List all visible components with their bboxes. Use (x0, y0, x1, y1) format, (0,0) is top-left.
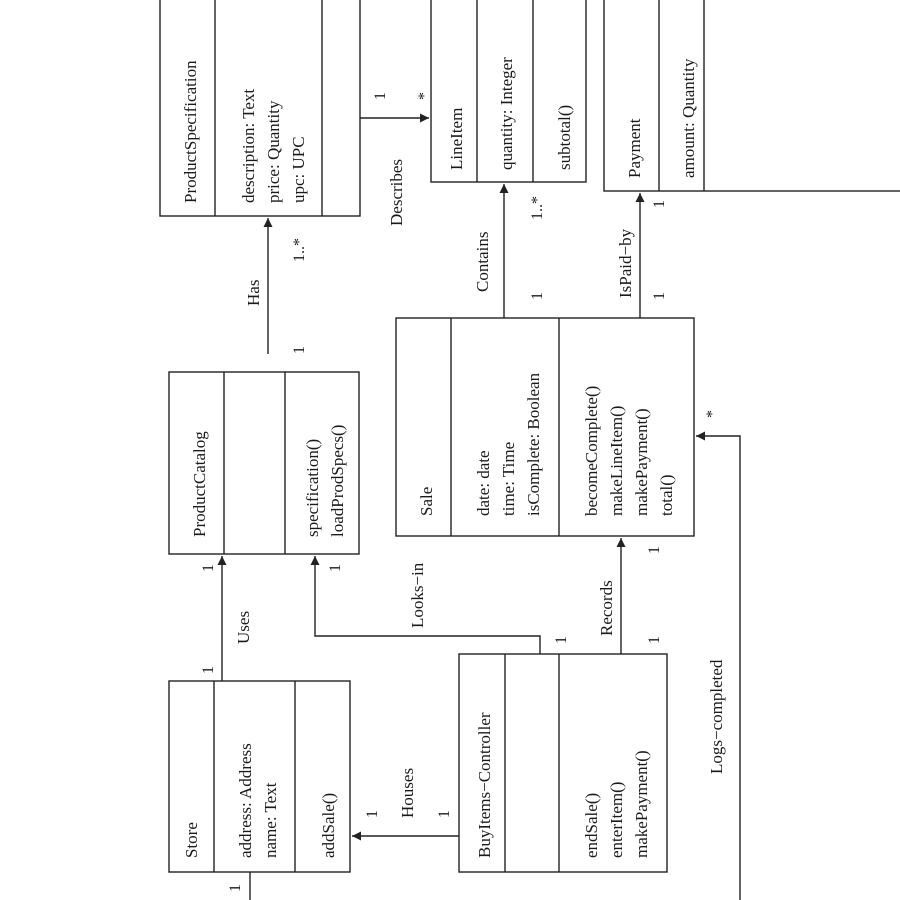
multiplicity: 1 (553, 636, 570, 644)
operation: endSale() (582, 793, 601, 858)
attribute: price: Quantity (264, 100, 283, 203)
attribute: amount: Quantity (679, 58, 698, 178)
multiplicity: 1 (200, 564, 217, 572)
association-logs-completed: Logs−completed 1 * (227, 410, 741, 900)
multiplicity: 1 (200, 666, 217, 674)
operation: specification() (303, 439, 322, 537)
association-label: Houses (398, 768, 417, 818)
association-label: Records (597, 580, 616, 636)
attribute: description: Text (239, 89, 258, 203)
multiplicity: 1 (651, 292, 668, 300)
multiplicity: 1 (364, 810, 381, 818)
attribute: isComplete: Boolean (524, 372, 543, 516)
class-name: Payment (625, 118, 644, 178)
attribute: quantity: Integer (497, 57, 516, 170)
association-contains: Contains 1 1..* (473, 184, 546, 318)
multiplicity: 1 (436, 810, 453, 818)
association-records: Records 1 1 (597, 538, 663, 654)
class-buy-items-controller: BuyItems−Controller endSale() enterItem(… (458, 653, 668, 873)
operation: total() (657, 474, 676, 516)
attribute: address: Address (236, 743, 255, 858)
operation: enterItem() (607, 782, 626, 858)
multiplicity: 1 (372, 92, 389, 100)
operation: becomeComplete() (582, 386, 601, 516)
association-label: Describes (387, 159, 406, 226)
multiplicity: 1..* (529, 196, 546, 220)
multiplicity: * (704, 410, 721, 418)
multiplicity: 1 (291, 346, 308, 354)
multiplicity: 1 (529, 292, 546, 300)
association-label: Logs−completed (707, 659, 726, 774)
class-product-catalog: ProductCatalog specification() loadProdS… (168, 371, 360, 555)
association-label: Uses (234, 611, 253, 644)
class-name: ProductSpecification (181, 60, 200, 203)
attribute: upc: UPC (289, 136, 308, 203)
attribute: time: Time (499, 442, 518, 516)
class-name: ProductCatalog (190, 431, 209, 537)
association-uses: Uses 1 1 (200, 556, 253, 681)
attribute: name: Text (261, 782, 280, 858)
association-describes: Describes 1 * (360, 92, 433, 226)
attribute: date: date (474, 450, 493, 516)
class-product-specification: ProductSpecification description: Text p… (159, 0, 361, 217)
operation: loadProdSpecs() (328, 425, 347, 537)
operation: addSale() (319, 793, 338, 858)
operation: makePayment() (632, 408, 651, 516)
association-label: Contains (473, 232, 492, 292)
operation: makePayment() (632, 750, 651, 858)
class-store: Store address: Address name: Text addSal… (168, 680, 351, 873)
operation: subtotal() (555, 105, 574, 170)
association-label: Looks−in (408, 562, 427, 628)
multiplicity: 1 (646, 636, 663, 644)
class-name: Store (182, 822, 201, 858)
multiplicity: 1 (327, 564, 344, 572)
multiplicity: 1 (646, 546, 663, 554)
multiplicity: 1 (227, 884, 244, 892)
association-label: Has (244, 280, 263, 306)
multiplicity: 1..* (291, 238, 308, 262)
association-looks-in: Looks−in 1 1 (310, 556, 570, 654)
class-name: Sale (417, 487, 436, 516)
multiplicity: 1 (651, 200, 668, 208)
association-has: Has 1 1..* (244, 218, 308, 354)
class-payment: Payment amount: Quantity (603, 0, 900, 192)
association-label: IsPaid−by (616, 228, 635, 298)
operation: makeLineItem() (607, 406, 626, 516)
association-houses: Houses 1 1 (352, 768, 459, 841)
class-sale: Sale date: date time: Time isComplete: B… (395, 317, 695, 537)
class-line-item: LineItem quantity: Integer subtotal() (430, 0, 587, 183)
class-name: BuyItems−Controller (475, 712, 494, 858)
multiplicity: * (416, 92, 433, 100)
class-name: LineItem (447, 108, 466, 170)
association-is-paid-by: IsPaid−by 1 1 (616, 193, 668, 318)
